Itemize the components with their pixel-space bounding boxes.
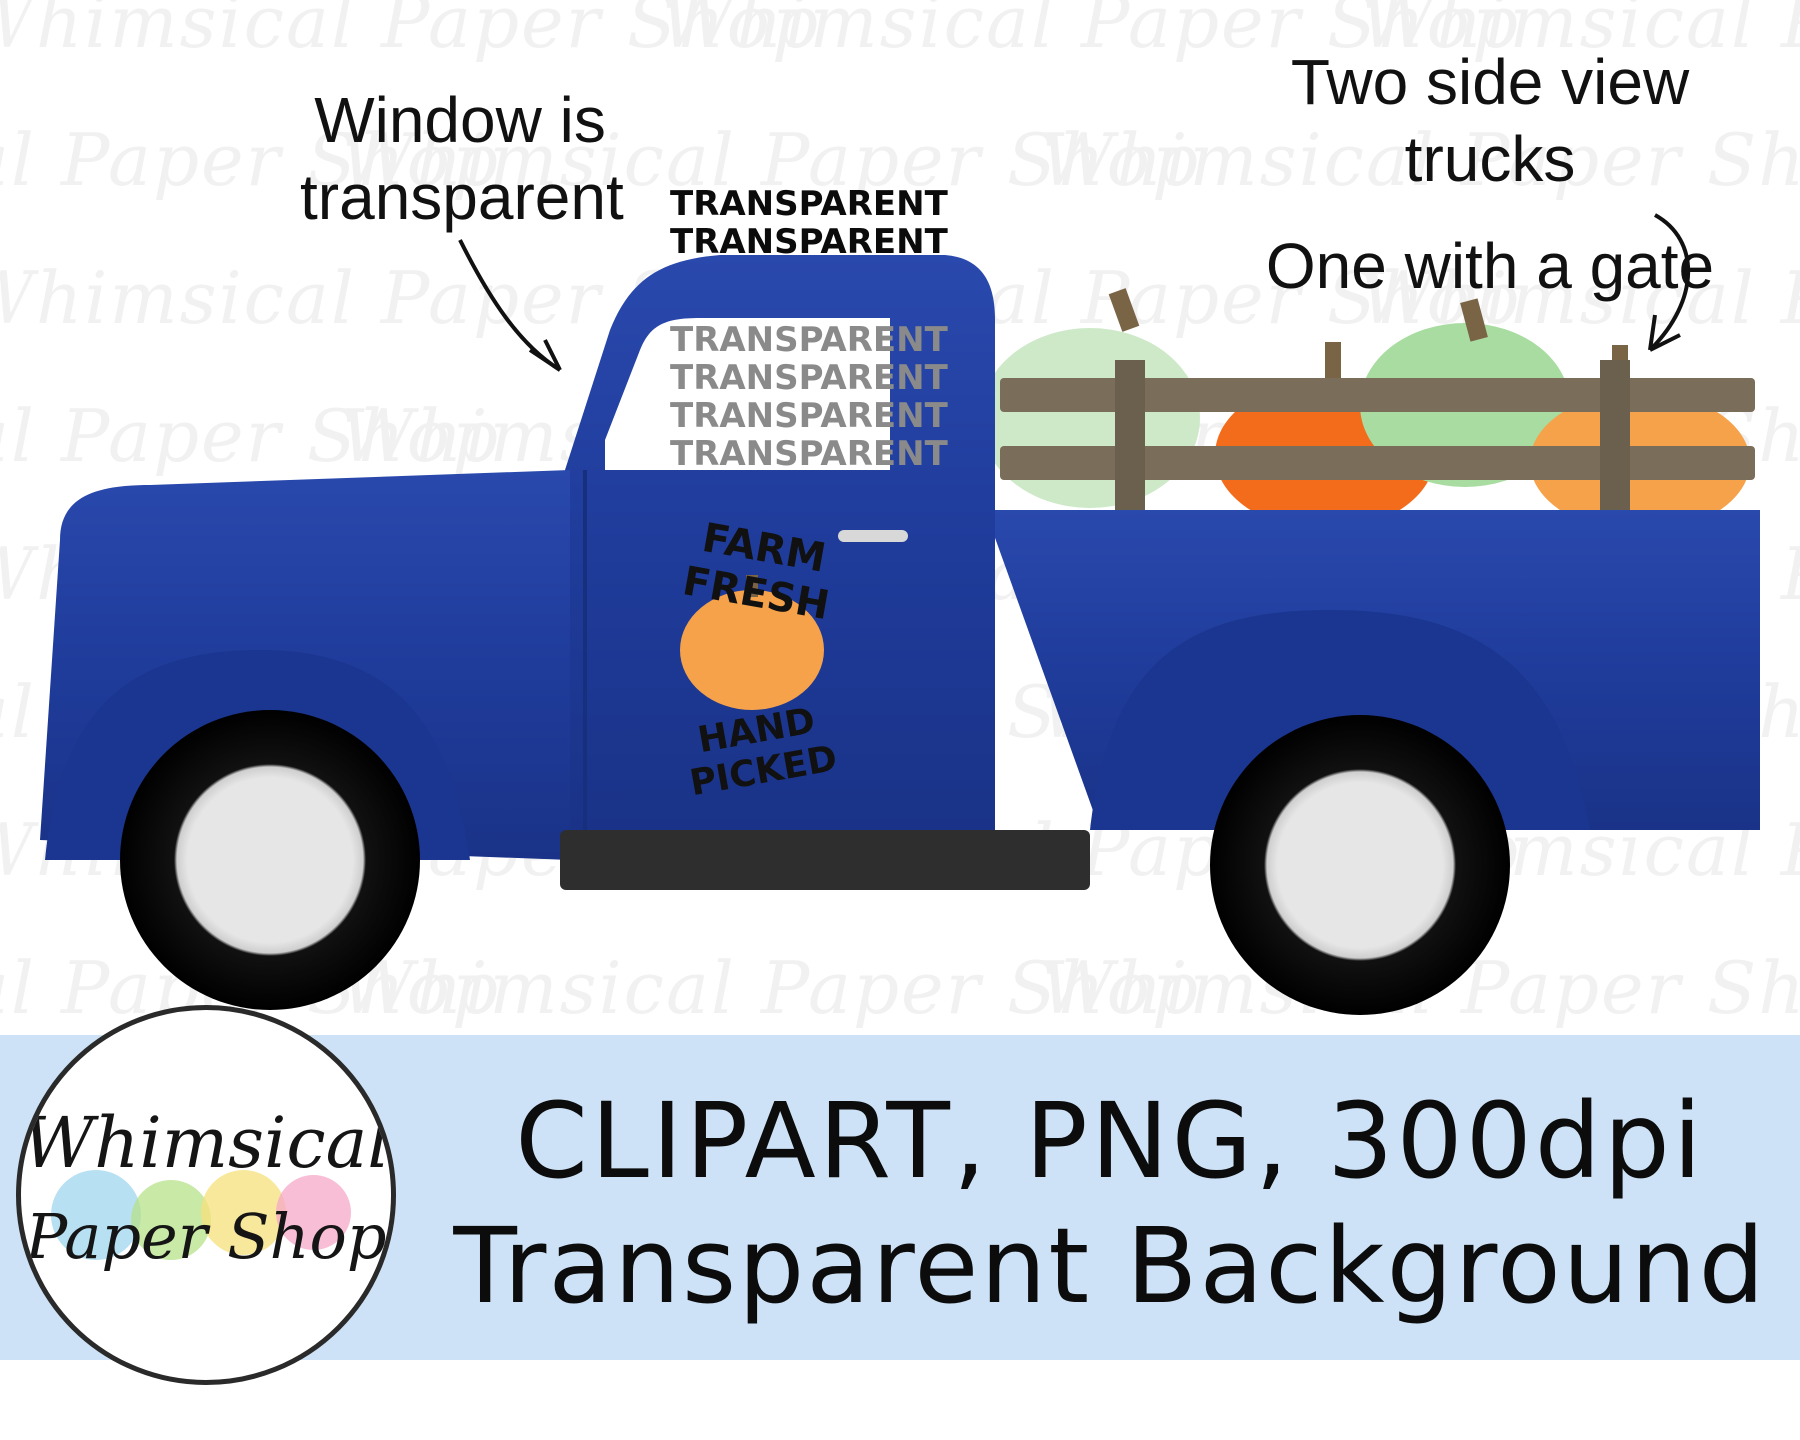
logo-watercolor-dot — [51, 1170, 141, 1260]
logo-line2: Paper Shop — [25, 1200, 387, 1273]
transparent-label: TRANSPARENT — [670, 222, 948, 262]
shop-logo: Whimsical Paper Shop — [16, 1005, 396, 1385]
window-transparent-labels: TRANSPARENT TRANSPARENT TRANSPARENT TRAN… — [670, 184, 948, 474]
running-board — [560, 830, 1090, 890]
gate-arrow — [1648, 213, 1691, 352]
rear-wheel — [1210, 715, 1510, 1015]
pumpkin-pale-green — [980, 328, 1200, 508]
banner-line-format: CLIPART, PNG, 300dpi — [515, 1080, 1705, 1202]
truck-illustration — [40, 213, 1760, 1015]
pumpkin-stem — [1460, 298, 1488, 342]
badge-pumpkin-stem — [746, 575, 758, 597]
cab-window — [605, 318, 890, 470]
banner-line-background: Transparent Background — [453, 1205, 1767, 1327]
transparent-label: TRANSPARENT — [670, 320, 948, 360]
door-handle — [838, 530, 908, 542]
window-note: Window is transparent — [300, 84, 624, 233]
front-wheel — [120, 710, 420, 1010]
transparent-label: TRANSPARENT — [670, 358, 948, 398]
trucks-note: Two side view trucks One with a gate — [1230, 44, 1750, 304]
window-arrow — [458, 239, 562, 372]
pumpkin-stem — [1325, 342, 1341, 382]
trucks-note-line1: Two side view trucks — [1290, 46, 1690, 195]
logo-watercolor-dot — [131, 1180, 211, 1260]
window-arrow-head — [528, 339, 562, 372]
transparent-label: TRANSPARENT — [670, 396, 948, 436]
trucks-note-line2: One with a gate — [1265, 229, 1715, 302]
transparent-label: TRANSPARENT — [670, 184, 948, 224]
logo-watercolor-dot — [201, 1170, 286, 1255]
wooden-gate — [1000, 360, 1755, 520]
pumpkin-stem — [1108, 288, 1140, 332]
gate-arrow-head — [1648, 314, 1681, 352]
badge-pumpkin — [680, 590, 824, 710]
logo-line1: Whimsical — [22, 1102, 390, 1184]
transparent-label: TRANSPARENT — [670, 434, 948, 474]
logo-watercolor-dot — [276, 1175, 351, 1250]
